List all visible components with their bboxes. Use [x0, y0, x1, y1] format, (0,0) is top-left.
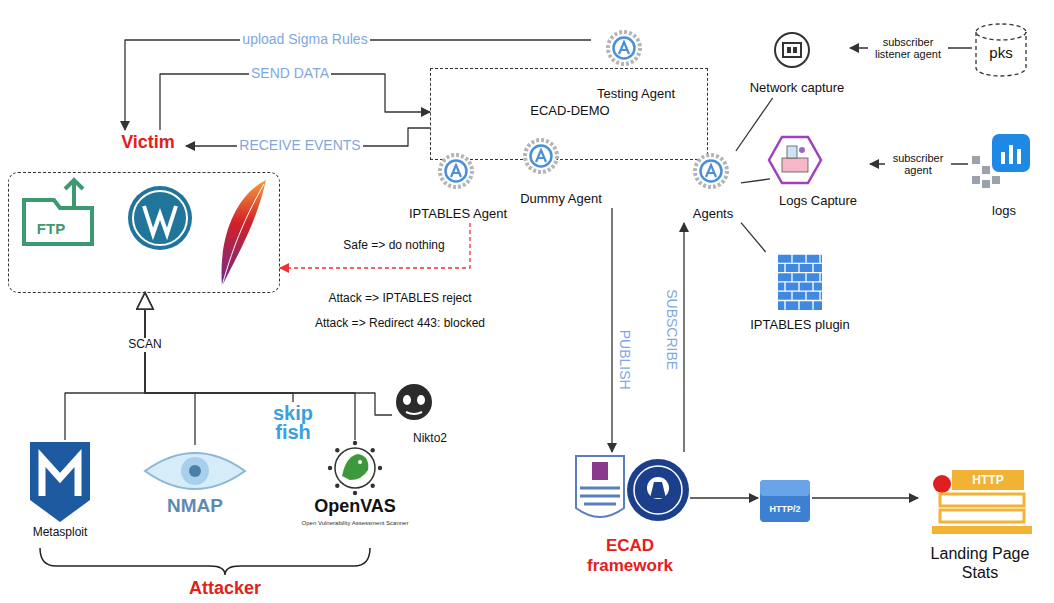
skipfish-tool: skip fish: [262, 402, 324, 452]
node-icon: [758, 476, 812, 526]
action-note: Attack => Redirect 443: blocked: [315, 316, 485, 330]
response-arrow: [280, 223, 470, 268]
node-content: Testing Agent: [591, 29, 681, 103]
node-content: Nikto2: [392, 380, 452, 450]
node-text: Nikto2: [413, 432, 447, 446]
node-text: Dummy Agent: [520, 192, 602, 207]
logs-capture: Logs Capture: [770, 132, 870, 212]
node-content: Victim: [110, 130, 186, 156]
node-text: Attacker: [189, 578, 261, 599]
node-icon: [15, 440, 105, 540]
node-text: Testing Agent: [597, 87, 675, 102]
network-capture: Network capture: [745, 26, 850, 98]
node-content: logs: [968, 130, 1038, 222]
node-content: Attacker: [175, 577, 275, 601]
node-text: FTP: [37, 220, 65, 237]
edge-label: SEND DATA: [249, 66, 331, 81]
flow-connector: [145, 293, 355, 440]
edge-label: SUBSCRIBE: [663, 288, 678, 373]
testing-agent: Testing Agent: [591, 29, 681, 103]
node-content: skip fish: [262, 402, 324, 452]
edge-label: PUBLISH: [616, 328, 631, 392]
node-content: HTTP/2: [758, 476, 812, 526]
flow-connector: [145, 293, 392, 415]
node-text: Victim: [121, 132, 175, 153]
flow-connector: [160, 74, 430, 130]
attacker-bracket: [40, 548, 370, 575]
node-text: HTTP/2: [769, 504, 800, 514]
node-content: Logs Capture: [770, 132, 870, 212]
iptables-agent: IPTABLES Agent: [401, 151, 516, 223]
landing-page-stats: HTTP Landing Page Stats: [918, 464, 1042, 588]
attacker-label: Attacker: [175, 577, 275, 601]
node-text: ECAD framework: [580, 536, 680, 577]
edge-label: subscriber agent: [885, 152, 951, 176]
node-content: ECAD-DEMO: [430, 68, 706, 158]
node-text: HTTP: [972, 474, 1003, 488]
node-content: OpenVAS Open Vulnerability Assessment Sca…: [300, 440, 410, 545]
node-text: OpenVAS: [314, 496, 396, 517]
node-content: HTTP Landing Page Stats: [918, 464, 1042, 588]
nmap-tool: NMAP: [140, 445, 250, 520]
victim-label: Victim: [110, 130, 186, 156]
node-content: IPTABLES Agent: [401, 151, 516, 223]
edge-label: upload Sigma Rules: [240, 32, 369, 47]
edge-label: subscriber listener agent: [868, 36, 948, 60]
node-text: Logs Capture: [779, 194, 857, 209]
node-text: Landing Page Stats: [924, 544, 1036, 582]
node-content: Metasploit: [15, 440, 105, 540]
node-content: FTP: [8, 172, 278, 291]
flow-connector: [690, 497, 758, 498]
node-content: Agents: [681, 151, 741, 223]
pks-store: pks: [972, 22, 1030, 78]
node-text: ECAD-DEMO: [530, 104, 609, 119]
openvas-tool: OpenVAS Open Vulnerability Assessment Sca…: [299, 440, 412, 545]
ecad-demo-box: ECAD-DEMOTesting AgentDummy AgentIPTABLE…: [430, 68, 708, 160]
http2-icon: HTTP/2: [758, 476, 812, 526]
node-text: Open Vulnerability Assessment Scanner: [302, 520, 409, 527]
node-text: NMAP: [167, 495, 223, 517]
flow-connector: [145, 293, 195, 445]
node-text: Metasploit: [33, 526, 88, 540]
edge-label: RECEIVE EVENTS: [237, 138, 362, 153]
iptables-plugin: IPTABLES plugin: [740, 252, 860, 334]
node-content: ECAD framework: [570, 452, 690, 584]
flow-connector: [145, 293, 293, 402]
node-text: logs: [992, 204, 1016, 219]
flow-connector: [741, 179, 770, 183]
flow-connector: [812, 497, 918, 498]
node-content: pks: [972, 22, 1030, 78]
node-icon: [300, 440, 410, 545]
node-content: NMAP: [140, 445, 250, 520]
node-text: IPTABLES plugin: [750, 318, 849, 333]
action-note: Safe => do nothing: [343, 238, 444, 252]
logs-source: logs: [968, 130, 1038, 222]
node-text: pks: [989, 44, 1012, 61]
flow-connector: [683, 223, 684, 452]
node-content: Network capture: [745, 26, 850, 98]
action-note: Attack => IPTABLES reject: [328, 291, 471, 305]
services-box: FTP: [8, 172, 280, 293]
ecad-framework: ECAD framework: [570, 452, 690, 584]
node-text: skip fish: [268, 404, 318, 442]
flow-connector: [611, 208, 612, 452]
node-text: Agents: [693, 207, 733, 222]
edge-label: SCAN: [126, 338, 163, 351]
agents: Agents: [681, 151, 741, 223]
node-content: Dummy Agent: [506, 136, 616, 208]
flow-connector: [741, 223, 766, 252]
nikto2-tool: Nikto2: [392, 380, 452, 450]
metasploit-tool: Metasploit: [15, 440, 105, 540]
node-text: Network capture: [750, 81, 845, 96]
node-text: IPTABLES Agent: [409, 207, 507, 222]
flow-connector: [65, 293, 145, 440]
dummy-agent: Dummy Agent: [506, 136, 616, 208]
flow-connector: [125, 40, 591, 130]
node-content: IPTABLES plugin: [740, 252, 860, 334]
flow-connector: [736, 98, 773, 151]
